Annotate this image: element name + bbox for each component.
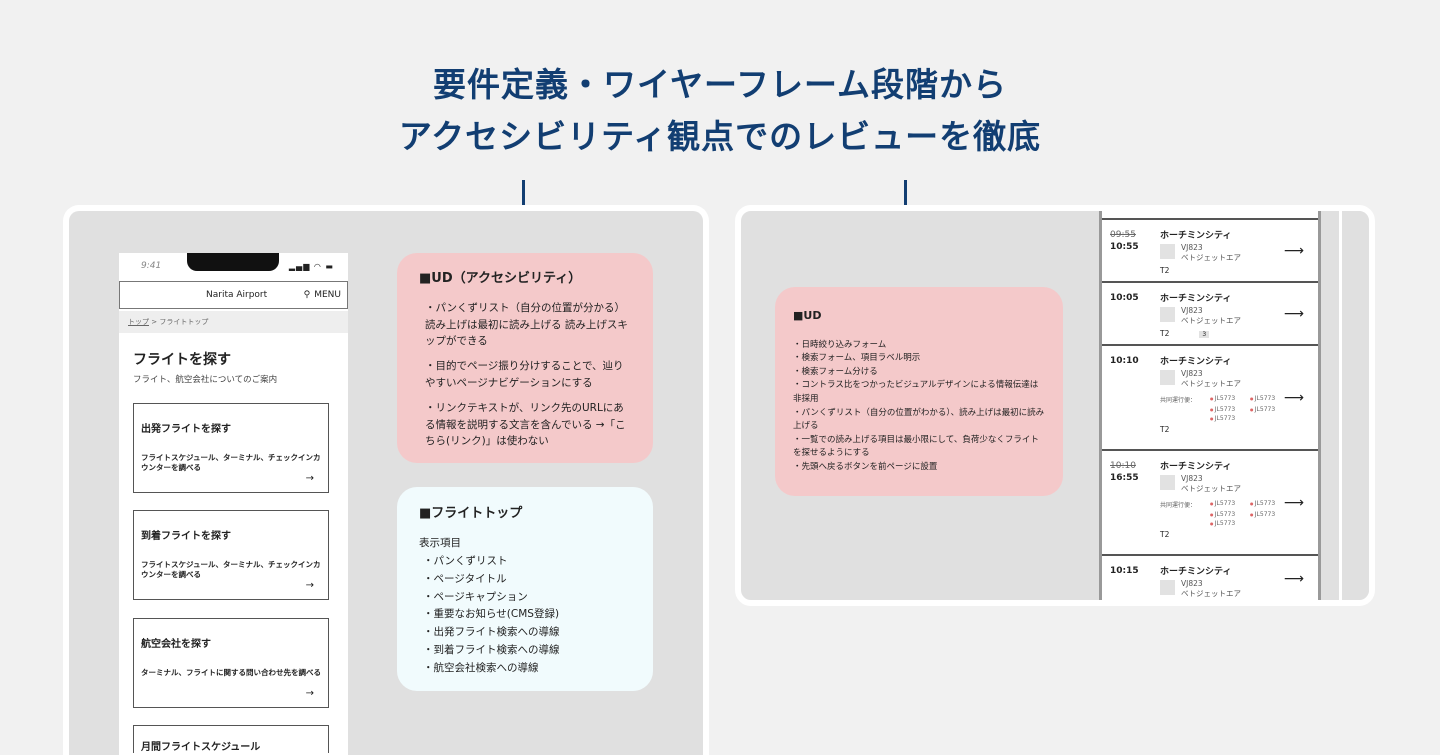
card-title: 航空会社を探す xyxy=(141,639,211,650)
note-item: ・ページタイトル xyxy=(423,572,507,585)
nav-card-departures[interactable]: 出発フライトを探すフライトスケジュール、ターミナル、チェックインカウンターを調べ… xyxy=(133,403,329,493)
search-icon[interactable]: ⚲ xyxy=(303,290,311,300)
status-time: 9:41 xyxy=(141,261,162,271)
card-title: 出発フライトを探す xyxy=(141,424,231,435)
note-title: ■フライトトップ xyxy=(419,506,523,521)
airline-logo xyxy=(1160,370,1175,385)
note-item: ・コントラス比をつかったビジュアルデザインによる情報伝達は非採用 xyxy=(793,380,1039,404)
heading-line-1: 要件定義・ワイヤーフレーム段階から xyxy=(432,65,1008,104)
heading-line-2: アクセシビリティ観点でのレビューを徹底 xyxy=(398,117,1042,156)
terminal: T2 xyxy=(1160,265,1170,275)
note-item: ・パンくずリスト xyxy=(423,554,508,567)
phone-wireframe: 9:41 ▂▄▆ ◠ ▬ Narita Airport ⚲ MENU トップ >… xyxy=(119,253,348,755)
breadcrumb: トップ > フライトトップ xyxy=(119,311,348,333)
arrow-right-icon[interactable]: ⟶ xyxy=(1283,242,1304,259)
note-title: ■UD xyxy=(793,309,822,322)
note-ud-accessibility: ■UD（アクセシビリティ） ・パンくずリスト（自分の位置が分かる）読み上げは最初… xyxy=(397,253,653,463)
right-panel: ■UD ・日時絞り込みフォーム ・検索フォーム、項目ラベル明示 ・検索フォーム分… xyxy=(735,205,1375,606)
terminal: T2 xyxy=(1160,424,1170,434)
note-item: ・到着フライト検索への導線 xyxy=(423,644,560,657)
airline-logo xyxy=(1160,307,1175,322)
terminal: T2 xyxy=(1160,529,1170,539)
arrow-right-icon[interactable]: ⟶ xyxy=(1283,305,1304,322)
note-subtitle: 表示項目 xyxy=(419,537,461,550)
note-item: ・一覧での読み上げる項目は最小限にして、負荷少なくフライトを探せるようにする xyxy=(793,434,1039,459)
flight-destination: ホーチミンシティ xyxy=(1160,357,1232,367)
menu-button[interactable]: MENU xyxy=(314,290,341,300)
breadcrumb-current: フライトトップ xyxy=(159,318,209,326)
flight-time: 10:15 xyxy=(1110,566,1139,576)
breadcrumb-sep: > xyxy=(149,318,160,326)
note-flight-top: ■フライトトップ 表示項目 ・パンくずリスト ・ページタイトル ・ページキャプシ… xyxy=(397,487,653,691)
flight-destination: ホーチミンシティ xyxy=(1160,567,1232,577)
airline-logo xyxy=(1160,475,1175,490)
note-item: ・目的でページ振り分けすることで、辿りやすいページナビゲーションにする xyxy=(425,360,624,389)
arrow-right-icon[interactable]: ⟶ xyxy=(1283,389,1304,406)
note-item: ・先頭へ戻るボタンを前ページに設置 xyxy=(793,461,938,472)
nav-card-monthly[interactable]: 月間フライトスケジュール xyxy=(133,725,329,753)
phone-notch xyxy=(187,253,279,271)
note-ud-list: ■UD ・日時絞り込みフォーム ・検索フォーム、項目ラベル明示 ・検索フォーム分… xyxy=(775,287,1063,496)
note-item: ・検索フォーム分ける xyxy=(793,366,878,377)
page-title: フライトを探す xyxy=(133,352,231,368)
nav-card-arrivals[interactable]: 到着フライトを探すフライトスケジュール、ターミナル、チェックインカウンターを調べ… xyxy=(133,510,329,600)
arrow-right-icon: → xyxy=(305,473,314,484)
breadcrumb-home[interactable]: トップ xyxy=(128,318,149,326)
site-name[interactable]: Narita Airport xyxy=(206,290,268,300)
flight-time: 10:10 xyxy=(1110,356,1139,366)
note-item: ・出発フライト検索への導線 xyxy=(423,626,560,639)
note-item: ・パンくずリスト（自分の位置がわかる）、読み上げは最初に読み上げる xyxy=(793,407,1045,432)
airline-logo xyxy=(1160,580,1175,595)
arrow-right-icon[interactable]: ⟶ xyxy=(1283,494,1304,511)
arrow-right-icon[interactable]: ⟶ xyxy=(1283,571,1304,587)
status-icons: ▂▄▆ ◠ ▬ xyxy=(288,262,334,271)
card-title: 月間フライトスケジュール xyxy=(141,742,261,753)
page-caption: フライト、航空会社についてのご案内 xyxy=(133,375,278,385)
card-title: 到着フライトを探す xyxy=(141,531,231,542)
left-panel: 9:41 ▂▄▆ ◠ ▬ Narita Airport ⚲ MENU トップ >… xyxy=(63,205,709,755)
note-title: ■UD（アクセシビリティ） xyxy=(419,271,582,286)
flight-destination: ホーチミンシティ xyxy=(1160,231,1232,241)
note-item: ・航空会社検索への導線 xyxy=(423,662,539,674)
card-desc: フライトスケジュール、ターミナル、チェックインカウンターを調べる xyxy=(141,560,321,579)
card-desc: フライトスケジュール、ターミナル、チェックインカウンターを調べる xyxy=(141,453,321,472)
arrow-right-icon: → xyxy=(305,688,314,699)
note-item: ・検索フォーム、項目ラベル明示 xyxy=(793,353,921,364)
codeshare-list: 共同運行便：JL5773JL5773JL5773JL5773JL5773 xyxy=(1160,395,1310,422)
airline-logo xyxy=(1160,244,1175,259)
flight-destination: ホーチミンシティ xyxy=(1160,462,1232,472)
note-item: ・ページキャプション xyxy=(423,590,528,603)
site-header: Narita Airport ⚲ MENU xyxy=(119,281,348,309)
note-item: ・リンクテキストが、リンク先のURLにある情報を説明する文言を含んでいる →「こ… xyxy=(425,401,626,448)
arrow-right-icon: → xyxy=(305,580,314,591)
card-desc: ターミナル、フライトに関する問い合わせ先を調べる xyxy=(141,668,321,677)
note-item: ・重要なお知らせ(CMS登録) xyxy=(423,608,560,621)
note-item: ・パンくずリスト（自分の位置が分かる）読み上げは最初に読み上げる 読み上げスキッ… xyxy=(425,301,628,348)
codeshare-list: 共同運行便：JL5773JL5773JL5773JL5773JL5773 xyxy=(1160,500,1310,527)
note-item: ・日時絞り込みフォーム xyxy=(793,339,887,350)
nav-card-airlines[interactable]: 航空会社を探すターミナル、フライトに関する問い合わせ先を調べる → xyxy=(133,618,329,708)
flight-time: 10:05 xyxy=(1110,293,1139,303)
flight-destination: ホーチミンシティ xyxy=(1160,294,1232,304)
